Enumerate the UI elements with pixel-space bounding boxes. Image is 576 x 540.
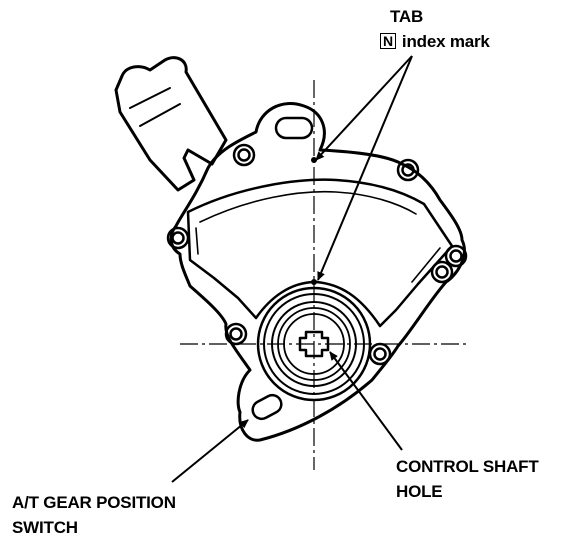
center-lines [180, 80, 470, 470]
control-shaft-label-line1: CONTROL SHAFT [396, 457, 539, 476]
switch-label-line2: SWITCH [12, 518, 78, 537]
index-mark-text: index mark [401, 32, 490, 51]
lower-mounting-ear [251, 393, 283, 421]
bolt-holes [166, 143, 468, 366]
tab-arrow-lower [317, 55, 413, 281]
connector-harness [114, 56, 228, 192]
switch-arrow [171, 419, 249, 483]
tab-label: TAB [390, 7, 424, 26]
switch-housing [169, 102, 466, 442]
upper-mounting-tab [274, 116, 314, 140]
control-shaft-hole [298, 330, 330, 358]
switch-label-line1: A/T GEAR POSITION [12, 493, 176, 512]
control-shaft-arrow [329, 351, 403, 451]
n-index-box: N [380, 33, 396, 49]
sector-plate [186, 178, 454, 328]
control-shaft-label-line2: HOLE [396, 482, 443, 501]
tab-arrow-upper [315, 55, 413, 161]
